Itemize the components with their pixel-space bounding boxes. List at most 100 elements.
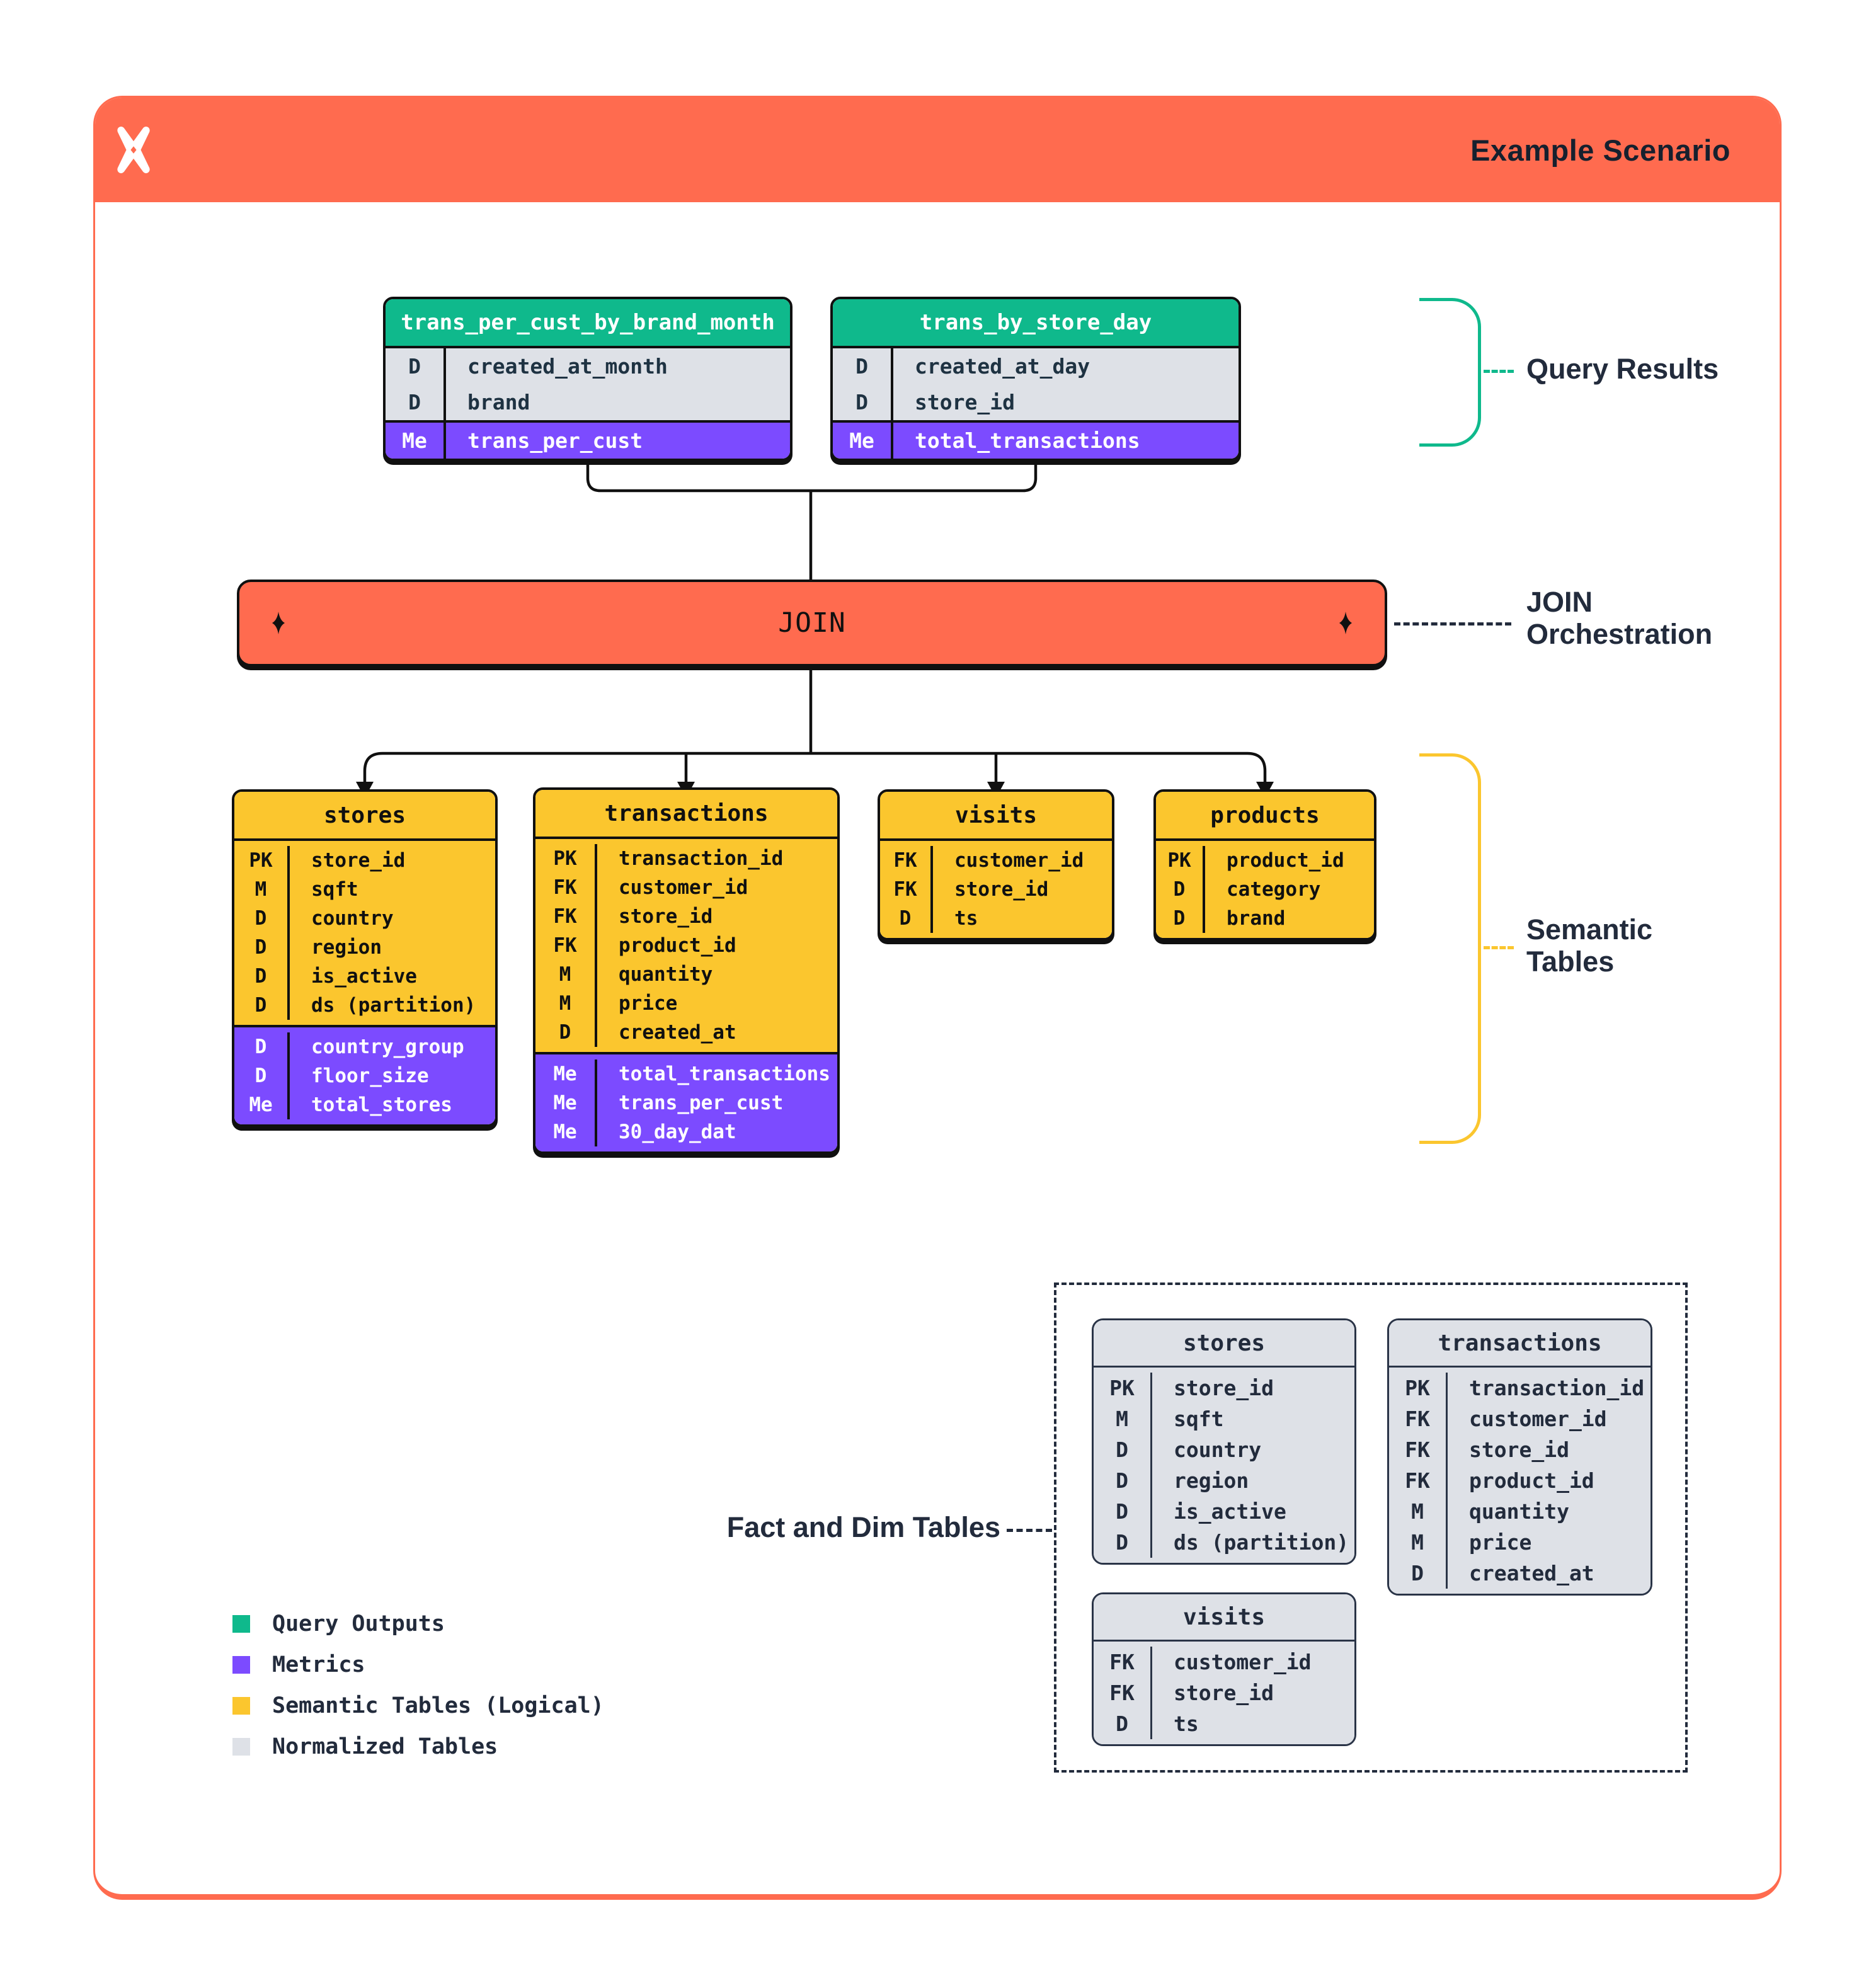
column-name: is_active	[1174, 1499, 1286, 1524]
column-name: trans_per_cust	[467, 428, 643, 453]
column-name: product_id	[619, 934, 736, 957]
fact-dim-connector	[1007, 1529, 1052, 1532]
card-header: Example Scenario	[95, 98, 1780, 202]
legend-swatch-query-outputs	[232, 1614, 250, 1633]
column-key: Me	[386, 423, 446, 459]
column-key: FK	[880, 846, 933, 875]
four-point-star-icon	[272, 612, 285, 634]
column-key: D	[1094, 1465, 1152, 1496]
column-name: transaction_id	[1469, 1376, 1645, 1400]
column-name: category	[1227, 878, 1321, 901]
legend-label: Query Outputs	[272, 1611, 445, 1637]
column-key: D	[386, 384, 446, 420]
column-name: customer_id	[619, 876, 748, 899]
column-key: D	[1094, 1434, 1152, 1465]
column-name: price	[1469, 1530, 1532, 1555]
column-key: M	[1094, 1403, 1152, 1434]
column-key: M	[535, 960, 597, 989]
column-name: country	[1174, 1437, 1262, 1462]
column-key: D	[1094, 1527, 1152, 1558]
column-key: M	[535, 989, 597, 1018]
column-name: customer_id	[1174, 1650, 1312, 1674]
column-key: Me	[833, 423, 893, 459]
column-name: product_id	[1227, 849, 1344, 872]
column-name: sqft	[311, 878, 358, 901]
column-key: Me	[535, 1060, 597, 1088]
column-name: trans_per_cust	[619, 1092, 784, 1114]
column-name: 30_day_dat	[619, 1121, 736, 1143]
query-results-connector	[1484, 370, 1514, 373]
column-name: created_at	[1469, 1561, 1594, 1585]
table-row: Me total_transactions	[833, 423, 1239, 459]
column-name: store_id	[915, 390, 1015, 414]
column-name: ts	[954, 907, 978, 930]
column-key: M	[1389, 1496, 1448, 1527]
query-results-label: Query Results	[1526, 353, 1719, 385]
table-title: visits	[880, 792, 1112, 838]
column-name: total_transactions	[915, 428, 1140, 453]
table-section: Me total_transactions	[833, 420, 1239, 459]
column-name: ds (partition)	[311, 994, 476, 1017]
column-key: M	[1389, 1527, 1448, 1558]
column-name: transaction_id	[619, 847, 784, 870]
column-key: M	[234, 875, 290, 904]
table-title: transactions	[535, 790, 837, 837]
column-name: country	[311, 907, 394, 930]
column-key: D	[386, 348, 446, 384]
table-row: Me trans_per_cust	[535, 1088, 837, 1117]
column-key: FK	[880, 875, 933, 904]
column-name: store_id	[311, 849, 406, 872]
column-name: created_at_month	[467, 354, 668, 379]
legend-item: Query Outputs	[232, 1603, 604, 1644]
column-key: FK	[1389, 1434, 1448, 1465]
column-key: Me	[535, 1088, 597, 1117]
column-key: D	[535, 1018, 597, 1047]
column-name: created_at	[619, 1021, 736, 1044]
column-name: created_at_day	[915, 354, 1090, 379]
column-key: D	[833, 348, 893, 384]
column-key: D	[880, 904, 933, 933]
column-key: Me	[234, 1090, 290, 1119]
table-title: products	[1156, 792, 1374, 838]
legend-label: Semantic Tables (Logical)	[272, 1693, 604, 1718]
table-title: stores	[1094, 1320, 1354, 1366]
column-name: store_id	[619, 905, 713, 928]
column-key: D	[234, 1032, 290, 1061]
column-key: D	[1156, 904, 1205, 933]
column-key: PK	[1156, 846, 1205, 875]
column-name: store_id	[1174, 1376, 1274, 1400]
table-title: stores	[234, 792, 495, 838]
column-name: floor_size	[311, 1065, 429, 1087]
join-bar: JOIN	[237, 580, 1387, 666]
